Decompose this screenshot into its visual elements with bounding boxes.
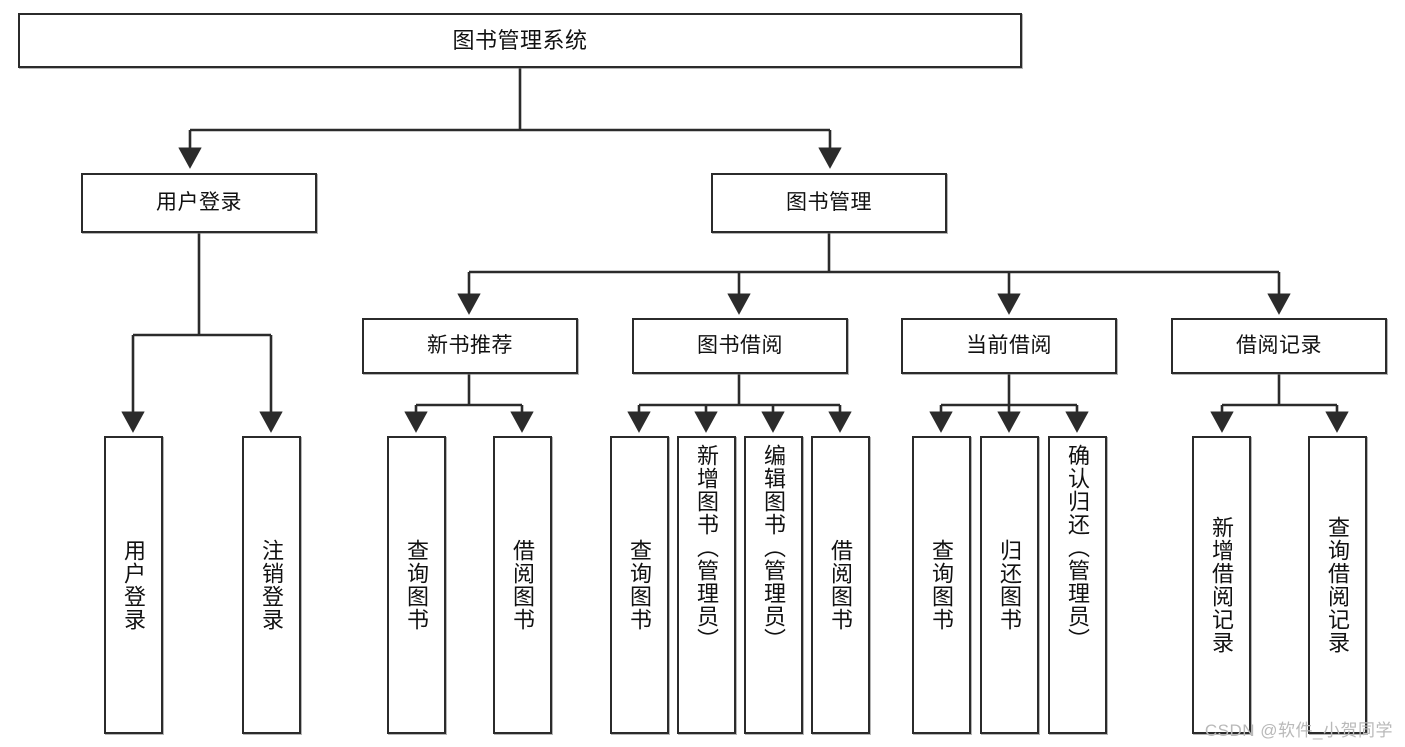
- node-label: 查询图书: [627, 539, 653, 631]
- node-leaf-query-book-borrow[interactable]: 查询图书: [610, 436, 669, 734]
- node-root-system[interactable]: 图书管理系统: [18, 13, 1022, 68]
- node-leaf-query-book-current[interactable]: 查询图书: [912, 436, 971, 734]
- node-label: 用户登录: [156, 190, 242, 214]
- node-label: 查询借阅记录: [1325, 516, 1351, 654]
- node-label: 注销登录: [259, 539, 285, 631]
- node-label: 查询图书: [404, 539, 430, 631]
- node-borrow-record[interactable]: 借阅记录: [1171, 318, 1387, 374]
- node-label: 图书管理系统: [452, 27, 588, 53]
- node-leaf-add-borrow-record[interactable]: 新增借阅记录: [1192, 436, 1251, 734]
- node-label: 归还图书: [997, 539, 1023, 631]
- node-label: 图书管理: [786, 190, 872, 214]
- node-leaf-user-login[interactable]: 用户登录: [104, 436, 163, 734]
- node-label: 查询图书: [929, 539, 955, 631]
- node-label: 借阅记录: [1236, 333, 1322, 357]
- node-label: 图书借阅: [697, 333, 783, 357]
- node-label: 借阅图书: [828, 539, 854, 631]
- node-leaf-borrow-book-new[interactable]: 借阅图书: [493, 436, 552, 734]
- node-user-login[interactable]: 用户登录: [81, 173, 317, 233]
- node-label: 新增图书（管理员）: [694, 444, 720, 651]
- node-leaf-query-borrow-record[interactable]: 查询借阅记录: [1308, 436, 1367, 734]
- node-leaf-return-book[interactable]: 归还图书: [980, 436, 1039, 734]
- node-label: 新增借阅记录: [1209, 516, 1235, 654]
- node-leaf-add-book-admin[interactable]: 新增图书（管理员）: [677, 436, 736, 734]
- node-new-book-recommend[interactable]: 新书推荐: [362, 318, 578, 374]
- node-label: 新书推荐: [427, 333, 513, 357]
- node-leaf-logout[interactable]: 注销登录: [242, 436, 301, 734]
- node-leaf-confirm-return-admin[interactable]: 确认归还（管理员）: [1048, 436, 1107, 734]
- node-label: 用户登录: [121, 539, 147, 631]
- node-leaf-edit-book-admin[interactable]: 编辑图书（管理员）: [744, 436, 803, 734]
- node-leaf-query-book-new[interactable]: 查询图书: [387, 436, 446, 734]
- node-leaf-borrow-book-borrow[interactable]: 借阅图书: [811, 436, 870, 734]
- node-label: 确认归还（管理员）: [1065, 444, 1091, 651]
- node-label: 编辑图书（管理员）: [761, 444, 787, 651]
- node-label: 当前借阅: [966, 333, 1052, 357]
- node-book-management[interactable]: 图书管理: [711, 173, 947, 233]
- node-book-borrow[interactable]: 图书借阅: [632, 318, 848, 374]
- node-current-borrow[interactable]: 当前借阅: [901, 318, 1117, 374]
- node-label: 借阅图书: [510, 539, 536, 631]
- watermark-text: CSDN @软件_小贺同学: [1204, 721, 1393, 740]
